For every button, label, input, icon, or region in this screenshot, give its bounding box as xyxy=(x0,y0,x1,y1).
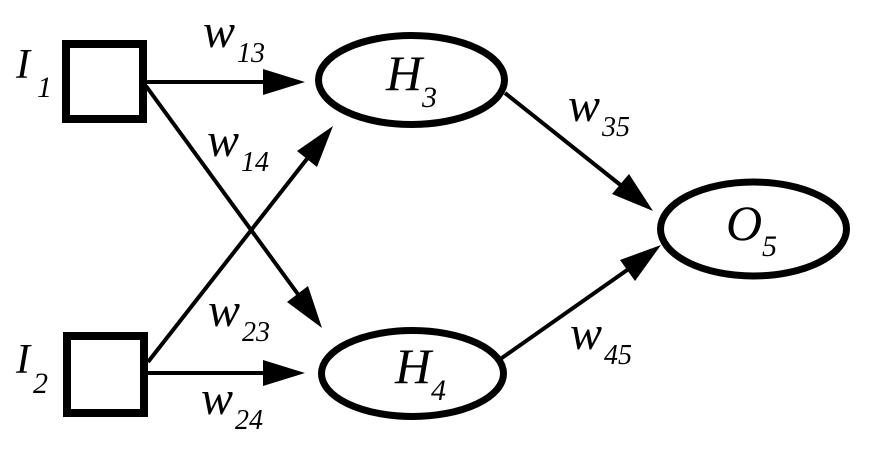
hidden-node-h3-shape xyxy=(315,32,508,128)
weight-label-w13: w 13 xyxy=(203,5,265,69)
weight-label-w35: w 35 xyxy=(568,79,630,143)
weight-label-subscript: 24 xyxy=(235,405,263,436)
weight-label-w14: w 14 xyxy=(207,114,269,178)
output-node-o5-shape xyxy=(657,178,850,280)
weight-label-w24: w 24 xyxy=(201,372,263,436)
edge-i1-h4 xyxy=(144,84,322,328)
input-node-i2-shape xyxy=(63,332,148,417)
node-label-subscript: 4 xyxy=(431,374,446,407)
weight-label-subscript: 23 xyxy=(242,317,270,348)
node-label-main: H xyxy=(394,338,434,394)
weight-label-subscript: 14 xyxy=(241,147,269,178)
weight-label-main: w xyxy=(201,372,233,425)
node-label-subscript: 5 xyxy=(762,230,777,263)
weight-label-main: w xyxy=(207,114,239,167)
weight-label-subscript: 35 xyxy=(601,112,630,143)
weight-label-w45: w 45 xyxy=(570,307,632,371)
edge-i1-h3 xyxy=(147,69,305,95)
node-label-main: I xyxy=(15,337,32,383)
input-node-i1-shape xyxy=(62,40,147,123)
edge-i2-h3 xyxy=(146,126,333,364)
hidden-node-h4-label: H 4 xyxy=(394,338,446,407)
hidden-node-h3-label: H 3 xyxy=(385,45,437,114)
edge-i1-h4-line xyxy=(144,84,302,299)
input-node-i1-label: I 1 xyxy=(15,42,52,104)
edge-h4-o5-arrowhead xyxy=(620,245,661,281)
node-label-subscript: 2 xyxy=(33,367,48,400)
edge-i2-h3-arrowhead xyxy=(297,126,333,167)
weight-label-main: w xyxy=(568,79,600,132)
weight-label-main: w xyxy=(203,5,235,58)
node-label-subscript: 1 xyxy=(37,71,52,104)
node-label-main: H xyxy=(385,45,425,101)
edge-i2-h3-line xyxy=(146,153,312,364)
edge-h3-o5 xyxy=(503,91,653,211)
weight-label-main: w xyxy=(570,307,602,360)
node-label-main: I xyxy=(15,42,32,88)
edge-i1-h4-arrowhead xyxy=(287,286,322,328)
weight-label-w23: w 23 xyxy=(208,284,270,348)
output-node-o5-label: O 5 xyxy=(726,195,777,263)
node-label-subscript: 3 xyxy=(421,81,437,114)
edge-i2-h4 xyxy=(148,360,305,386)
weight-label-subscript: 45 xyxy=(604,340,632,371)
node-label-main: O xyxy=(726,195,762,251)
edge-i2-h4-arrowhead xyxy=(263,360,305,386)
weight-label-subscript: 13 xyxy=(237,38,265,69)
edge-h4-o5 xyxy=(497,245,661,362)
input-node-i2-label: I 2 xyxy=(15,337,48,400)
edge-h3-o5-arrowhead xyxy=(612,174,653,211)
edge-h4-o5-line xyxy=(497,266,632,362)
edge-i1-h3-arrowhead xyxy=(263,69,305,95)
weight-label-main: w xyxy=(208,284,240,337)
edge-h3-o5-line xyxy=(503,91,625,189)
hidden-node-h4-shape xyxy=(318,327,507,420)
